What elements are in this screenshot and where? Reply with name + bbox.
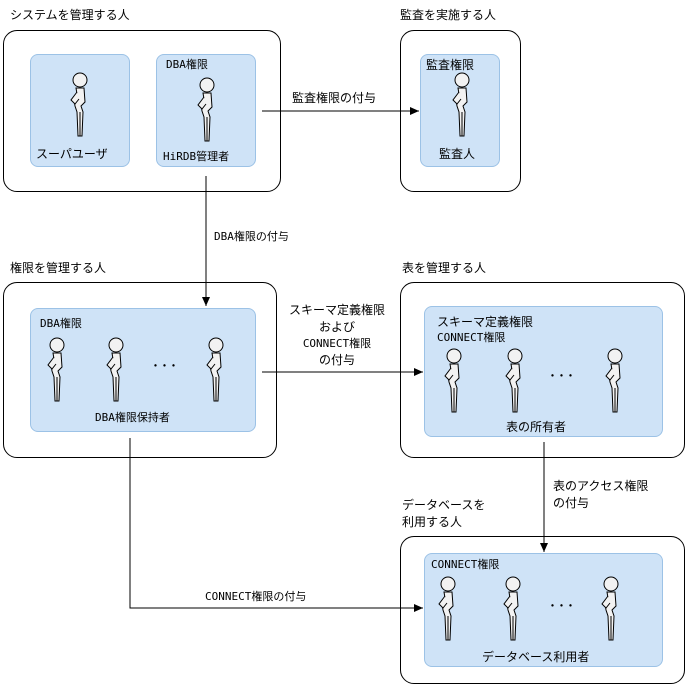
dba-holder-1-person-icon xyxy=(45,337,69,403)
db-user-3-person-icon xyxy=(599,576,623,642)
connect-grant-label: CONNECT権限の付与 xyxy=(205,590,307,603)
dba-auth-label-mid: DBA権限 xyxy=(40,317,82,330)
table-owner-2-person-icon xyxy=(503,348,527,414)
db-users-panel xyxy=(424,553,663,667)
db-user-2-person-icon xyxy=(501,576,525,642)
dba-holder-3-person-icon xyxy=(204,337,228,403)
schema-grant-label-1: スキーマ定義権限 xyxy=(288,303,385,317)
connect-grant-arrow xyxy=(129,438,423,612)
table-admin-ellipsis: ･･･ xyxy=(549,369,576,385)
system-admin-title: システムを管理する人 xyxy=(10,8,130,22)
table-admin-title: 表を管理する人 xyxy=(402,261,487,275)
connect-auth-label-users: CONNECT権限 xyxy=(431,558,500,571)
schema-auth-label: スキーマ定義権限 xyxy=(437,315,534,329)
audit-auth-label: 監査権限 xyxy=(426,58,475,72)
schema-grant-label-2: および xyxy=(318,320,355,334)
db-users-title-1: データベースを xyxy=(402,498,486,512)
table-owner-1-person-icon xyxy=(442,348,466,414)
schema-grant-label-3: CONNECT権限 xyxy=(302,337,372,350)
dba-holder-2-person-icon xyxy=(104,337,128,403)
dba-grant-label: DBA権限の付与 xyxy=(214,230,289,243)
super-user-label: スーパユーザ xyxy=(36,147,108,161)
access-grant-label-2: の付与 xyxy=(553,496,590,510)
db-users-label: データベース利用者 xyxy=(482,650,590,664)
super-user-person-icon xyxy=(68,72,92,138)
auditor-person-icon xyxy=(450,72,474,138)
auditor-label: 監査人 xyxy=(439,147,476,161)
table-owners-panel xyxy=(424,306,663,437)
hirdb-admin-person-icon xyxy=(195,77,219,143)
schema-grant-label-4: の付与 xyxy=(318,353,355,367)
auth-admin-ellipsis: ･･･ xyxy=(152,359,179,375)
auditor-group-title: 監査を実施する人 xyxy=(400,8,497,22)
db-users-ellipsis: ･･･ xyxy=(549,599,576,615)
db-user-1-person-icon xyxy=(436,576,460,642)
auth-admin-title: 権限を管理する人 xyxy=(10,261,107,275)
db-users-title-2: 利用する人 xyxy=(402,515,463,529)
access-grant-label-1: 表のアクセス権限 xyxy=(553,479,649,493)
table-owner-3-person-icon xyxy=(603,348,627,414)
connect-auth-label-table: CONNECT権限 xyxy=(437,331,506,344)
table-owners-label: 表の所有者 xyxy=(506,420,567,434)
hirdb-admin-label: HiRDB管理者 xyxy=(163,150,230,163)
dba-holders-label: DBA権限保持者 xyxy=(95,411,170,424)
audit-grant-label: 監査権限の付与 xyxy=(292,91,377,105)
dba-auth-label-top: DBA権限 xyxy=(166,58,208,71)
